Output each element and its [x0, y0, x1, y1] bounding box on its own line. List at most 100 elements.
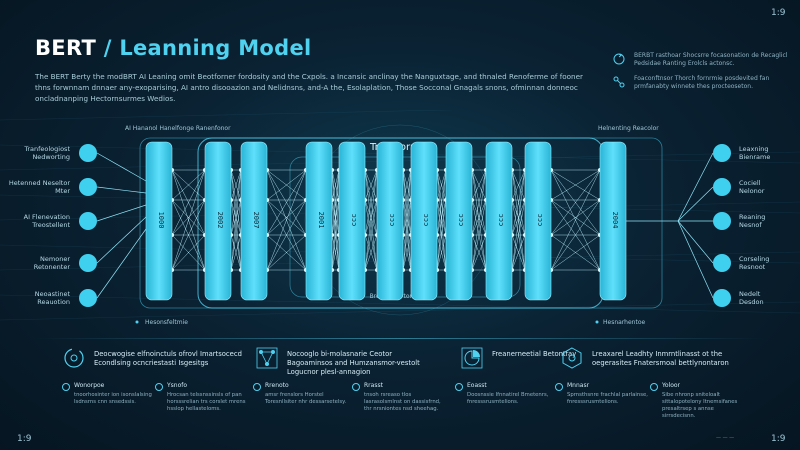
layer-edge — [266, 169, 307, 236]
layer-edge — [266, 169, 307, 201]
bottom-label-left: Hesonsfeltmie — [145, 319, 188, 326]
layer-edge — [550, 234, 601, 271]
layer-edge — [171, 169, 206, 236]
bg-line — [0, 301, 800, 321]
side-note-2: Foaconftnsor Thorch fornrmie posdevited … — [612, 75, 800, 91]
layer-edge — [331, 234, 340, 271]
bottom-dot-left — [135, 320, 139, 324]
layer-label: ɔɔɔ — [497, 214, 505, 227]
output-edge — [677, 152, 714, 222]
pie-icon — [461, 347, 483, 369]
item-3-title: Rrenoto — [265, 382, 289, 389]
feature-3-text: Freanerneetial Betontfay — [492, 350, 577, 358]
header-right: Helnenting Reacolor — [598, 125, 659, 132]
layer-edge — [230, 169, 242, 236]
page-number-top: 1:9 — [771, 8, 786, 18]
input-edge — [96, 204, 147, 222]
layer-edge — [550, 169, 601, 236]
layer-edge — [364, 234, 378, 271]
feature-2-text: Nocooglo bi-molasnarie Ceotor Bagoaminso… — [287, 350, 420, 376]
item-1-desc: tnoorhosinter ion isonslalsing Isdnsrns … — [74, 392, 152, 405]
layer-edge — [436, 199, 447, 271]
layer-label: ɔɔɔ — [350, 214, 358, 227]
layer-edge — [266, 169, 307, 271]
item-5-dot — [455, 383, 463, 391]
layer-bar — [524, 141, 552, 301]
layer-bar — [204, 141, 232, 301]
layer-edge — [331, 169, 340, 236]
layer-bar — [240, 141, 268, 301]
output-edge — [677, 220, 714, 299]
layer-edge — [230, 199, 242, 271]
item-6-title: Mnnasr — [567, 382, 590, 389]
layer-edge — [331, 169, 340, 271]
layer-edge — [436, 169, 447, 271]
item-3-desc: amsr frenslors Horstel Toresnllsiter nhr… — [265, 392, 347, 405]
layer-edge — [550, 169, 601, 201]
layer-edge — [550, 169, 601, 271]
output-node — [713, 254, 731, 272]
output-node — [713, 178, 731, 196]
item-1-dot — [62, 383, 70, 391]
layer-edge — [436, 234, 447, 271]
layer-edge — [230, 169, 242, 271]
page-title: BERT / Leanning Model — [35, 36, 312, 60]
layer-label: 2002 — [216, 212, 224, 229]
layer-bar — [599, 141, 627, 301]
item-7-title: Yoloor — [662, 382, 681, 389]
layer-edge — [171, 169, 206, 271]
layer-bar — [145, 141, 173, 301]
layer-edge — [230, 169, 242, 201]
item-6-desc: Sprnsthsnre frachlal parlainse, fnresssr… — [567, 392, 648, 405]
layer-label: ɔɔɔ — [388, 214, 396, 227]
layer-label: 2004 — [611, 212, 619, 229]
layer-edge — [266, 199, 307, 271]
layer-edge — [364, 199, 378, 236]
title-separator: / — [96, 36, 120, 60]
input-edge — [96, 228, 147, 299]
layer-edge — [171, 199, 206, 236]
layer-edge — [364, 169, 378, 201]
layer-bar — [410, 141, 438, 301]
item-3-dot — [253, 383, 261, 391]
bottom-dot-right — [595, 320, 599, 324]
layer-edge — [471, 234, 487, 271]
bg-line — [0, 110, 454, 121]
item-2-desc: Hrocsan telssnssinsls of pan horsssrelia… — [167, 392, 246, 412]
item-4-dot — [352, 383, 360, 391]
layer-edge — [331, 199, 340, 271]
header-left: AI Hananol Hanelfonge Ranenfonor — [125, 125, 231, 132]
layer-label: 2001 — [317, 212, 325, 229]
layer-bar — [485, 141, 513, 301]
layer-edge — [511, 169, 526, 201]
layer-edge — [471, 169, 487, 236]
layer-edge — [550, 199, 601, 236]
layer-bar — [445, 141, 473, 301]
layer-label: 2007 — [252, 212, 260, 229]
layer-edge — [436, 169, 447, 236]
input-edge — [96, 216, 147, 264]
layer-label: ɔɔɔ — [457, 214, 465, 227]
layer-edge — [402, 169, 412, 201]
layer-edge — [550, 199, 601, 271]
layer-edge — [266, 234, 307, 271]
title-main: BERT — [35, 36, 97, 60]
layer-edge — [364, 169, 378, 236]
refresh-icon — [613, 53, 625, 65]
input-node — [79, 212, 97, 230]
network-icon — [256, 347, 278, 369]
feature-1-text: Deocwogise elfnoinctuls ofrovl Imartsoce… — [94, 350, 242, 367]
item-1-title: Wonorpoe — [74, 382, 105, 389]
layer-edge — [402, 169, 412, 271]
layer-label: ɔɔɔ — [422, 214, 430, 227]
layer-edge — [364, 199, 378, 271]
